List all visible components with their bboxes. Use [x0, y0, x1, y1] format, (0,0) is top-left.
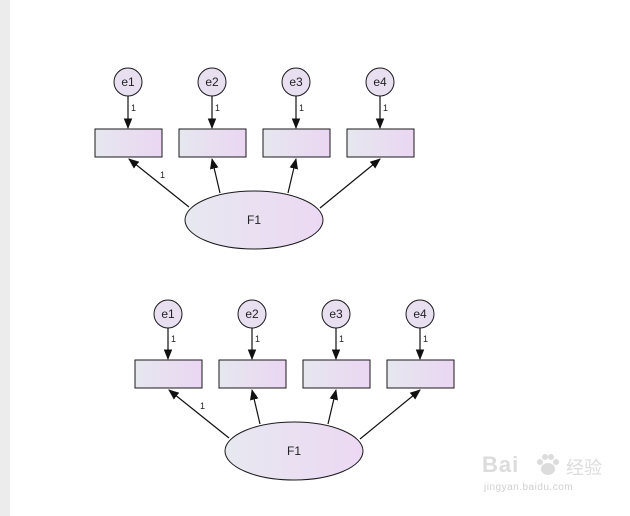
factor-loading-arrow[interactable]	[210, 157, 221, 194]
error-node-e3[interactable]: e3	[281, 67, 311, 97]
factor-loading-arrow[interactable]	[128, 158, 190, 208]
error-label-e1: e1	[121, 75, 135, 89]
observed-variable-box[interactable]	[134, 359, 203, 389]
error-path-label: 1	[255, 334, 260, 344]
error-label-e2: e2	[205, 75, 219, 89]
error-label-e4: e4	[413, 307, 427, 321]
error-label-e3: e3	[329, 307, 343, 321]
factor-label: F1	[247, 213, 261, 227]
error-path-label: 1	[171, 334, 176, 344]
fixed-loading-label: 1	[200, 401, 205, 411]
error-path-label: 1	[131, 103, 136, 113]
error-label-e4: e4	[373, 75, 387, 89]
observed-variable-box[interactable]	[218, 359, 287, 389]
error-label-e1: e1	[161, 307, 175, 321]
factor-loading-arrow[interactable]	[327, 388, 338, 425]
factor-label: F1	[287, 444, 301, 458]
paw-icon	[537, 454, 559, 475]
error-node-e2[interactable]: e2	[237, 299, 267, 329]
fixed-loading-label: 1	[160, 170, 165, 180]
error-path-label: 1	[383, 103, 388, 113]
factor-loading-arrow[interactable]	[359, 389, 421, 440]
error-path-label: 1	[423, 334, 428, 344]
baidu-jingyan-watermark: Bai 经验 jingyan.baidu.com	[482, 452, 622, 504]
latent-factor-f1[interactable]: F1	[184, 190, 324, 250]
observed-variable-box[interactable]	[386, 359, 455, 389]
error-path-label: 1	[299, 103, 304, 113]
error-label-e3: e3	[289, 75, 303, 89]
factor-loading-arrow[interactable]	[168, 389, 230, 439]
observed-variable-box[interactable]	[262, 128, 331, 158]
left-gutter	[0, 0, 10, 516]
error-node-e3[interactable]: e3	[321, 299, 351, 329]
observed-variable-box[interactable]	[346, 128, 415, 158]
observed-variable-box[interactable]	[178, 128, 247, 158]
error-node-e4[interactable]: e4	[365, 67, 395, 97]
latent-factor-f1[interactable]: F1	[224, 421, 364, 481]
factor-loading-arrow[interactable]	[250, 388, 261, 425]
watermark-url: jingyan.baidu.com	[484, 482, 574, 493]
diagram-2: e1 e2 e3 e4 1 1 1 1 1 F	[134, 299, 455, 481]
watermark-brand: Bai	[482, 452, 520, 477]
watermark-brand-suffix: 经验	[566, 458, 602, 478]
error-label-e2: e2	[245, 307, 259, 321]
observed-variable-box[interactable]	[94, 128, 163, 158]
diagram-1: e1 e2 e3 e4 1 1 1 1 1	[94, 67, 415, 250]
error-node-e1[interactable]: e1	[153, 299, 183, 329]
factor-loading-arrow[interactable]	[287, 157, 298, 194]
factor-loading-arrow[interactable]	[319, 158, 381, 209]
error-node-e2[interactable]: e2	[197, 67, 227, 97]
error-node-e1[interactable]: e1	[113, 67, 143, 97]
error-path-label: 1	[339, 334, 344, 344]
error-path-label: 1	[215, 103, 220, 113]
observed-variable-box[interactable]	[302, 359, 371, 389]
error-node-e4[interactable]: e4	[405, 299, 435, 329]
